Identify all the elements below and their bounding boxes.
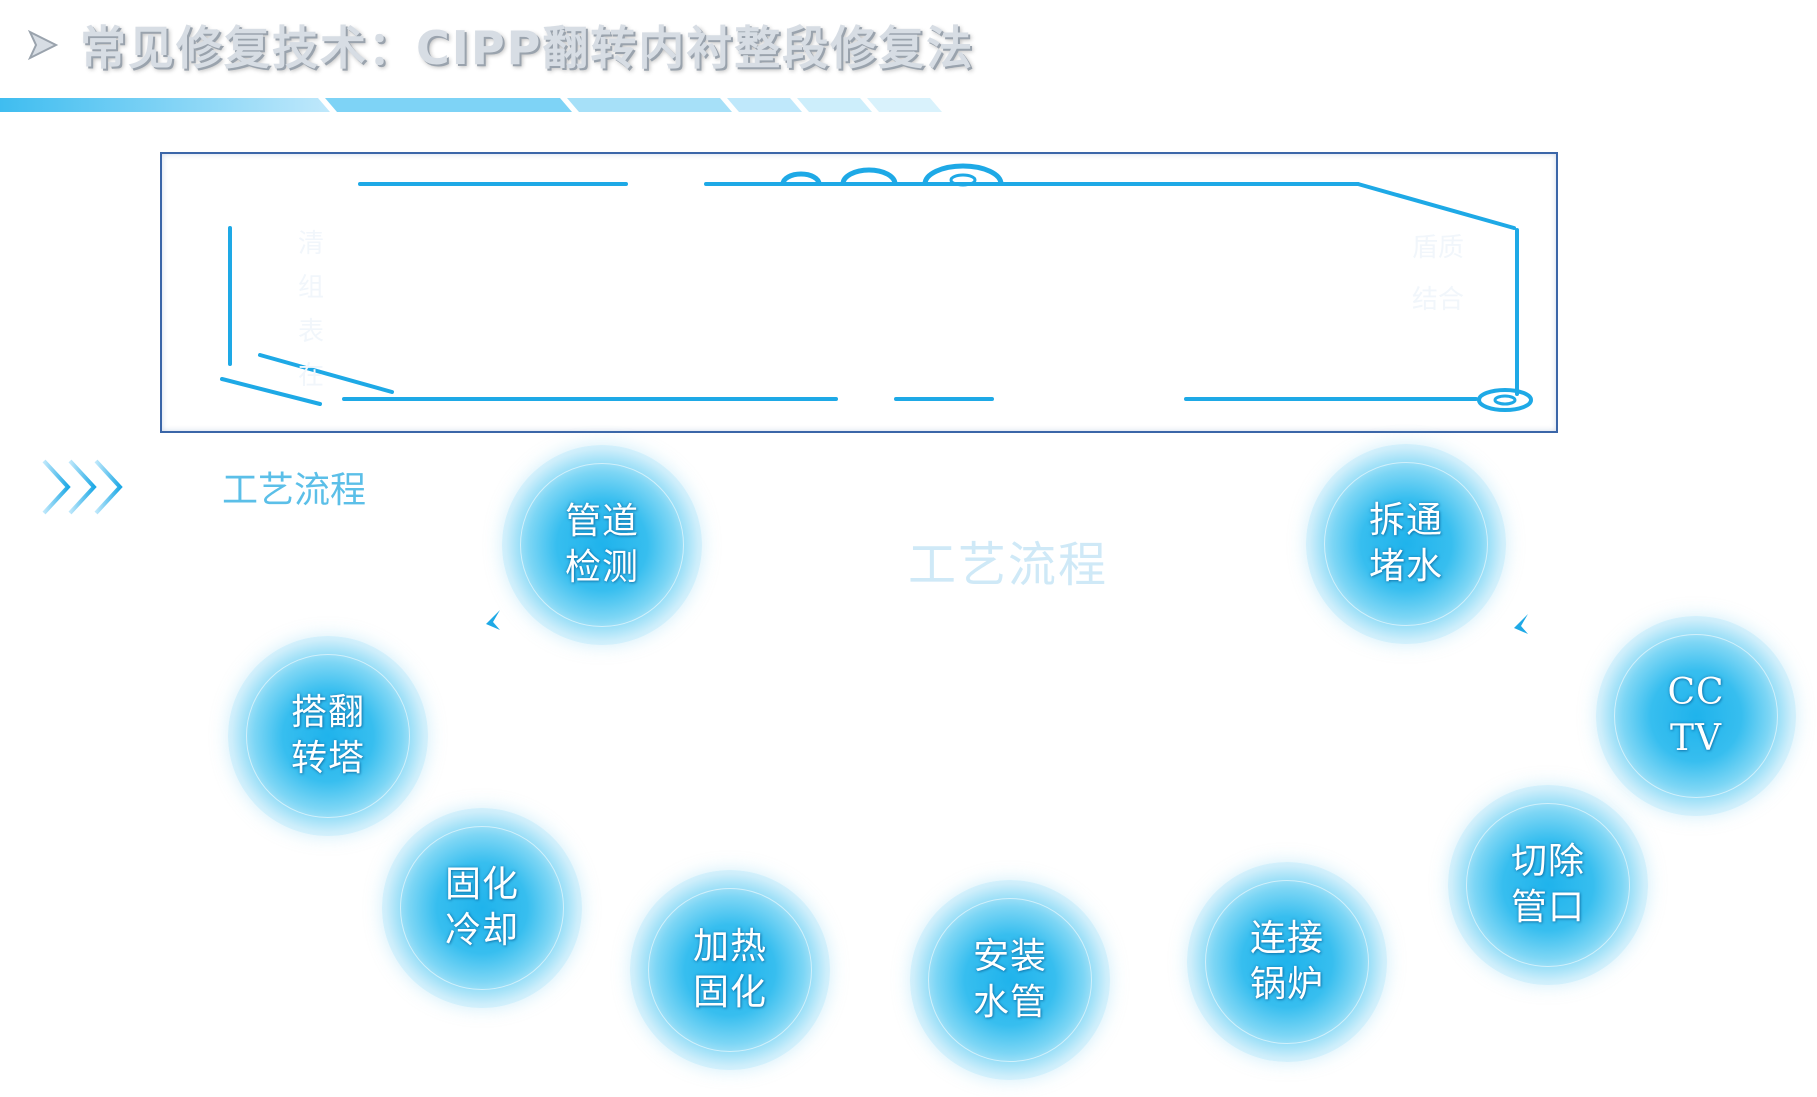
ghost-char: 清 [298,229,325,259]
process-title: 工艺流程 [908,537,1109,593]
ghost-text-right: 盾质 结合 [1412,222,1464,326]
section-label: 工艺流程 [222,470,367,511]
title-underline-bar [0,98,942,112]
step-pipe-inspection[interactable]: 管道检测 [502,445,702,645]
step-label: 拆通堵水 [1368,500,1443,587]
step-label: 连接锅炉 [1249,918,1324,1005]
step-dredge-plug-water[interactable]: 拆通堵水 [1306,444,1506,644]
ghost-char: 在 [298,361,325,391]
ghost-char: 表 [298,317,325,347]
ghost-char: 盾质 [1412,233,1465,263]
step-label: 加热固化 [692,926,767,1013]
step-label: 安装水管 [972,936,1047,1023]
frame-decoration [220,163,1533,412]
step-connect-boiler[interactable]: 连接锅炉 [1187,862,1387,1062]
arrow-right-icon [27,29,59,61]
step-label: 固化冷却 [444,864,519,951]
step-cut-pipe-end[interactable]: 切除管口 [1448,785,1648,985]
ghost-text-left: 清 组 表 在 [298,222,328,398]
content-frame [160,152,1558,433]
section-header: 工艺流程 [40,455,366,519]
step-label: 搭翻转塔 [290,692,365,779]
step-label: 切除管口 [1510,841,1585,928]
ghost-char: 结合 [1412,285,1465,315]
step-build-inversion-tower[interactable]: 搭翻转塔 [228,636,428,836]
step-heat-cure[interactable]: 加热固化 [630,870,830,1070]
page-title: 常见修复技术：CIPP翻转内衬整段修复法 [80,21,975,75]
arrow-left-icon [1514,614,1528,634]
triple-chevron-icon [42,459,123,515]
step-cure-cool[interactable]: 固化冷却 [382,808,582,1008]
step-cctv[interactable]: CCTV [1596,616,1796,816]
title-row: 常见修复技术：CIPP翻转内衬整段修复法 [24,10,974,80]
step-label: 管道检测 [564,501,639,588]
step-install-water-pipe[interactable]: 安装水管 [910,880,1110,1080]
ghost-char: 组 [298,273,325,303]
arrow-left-icon [486,610,500,630]
step-label: CCTV [1667,672,1725,759]
